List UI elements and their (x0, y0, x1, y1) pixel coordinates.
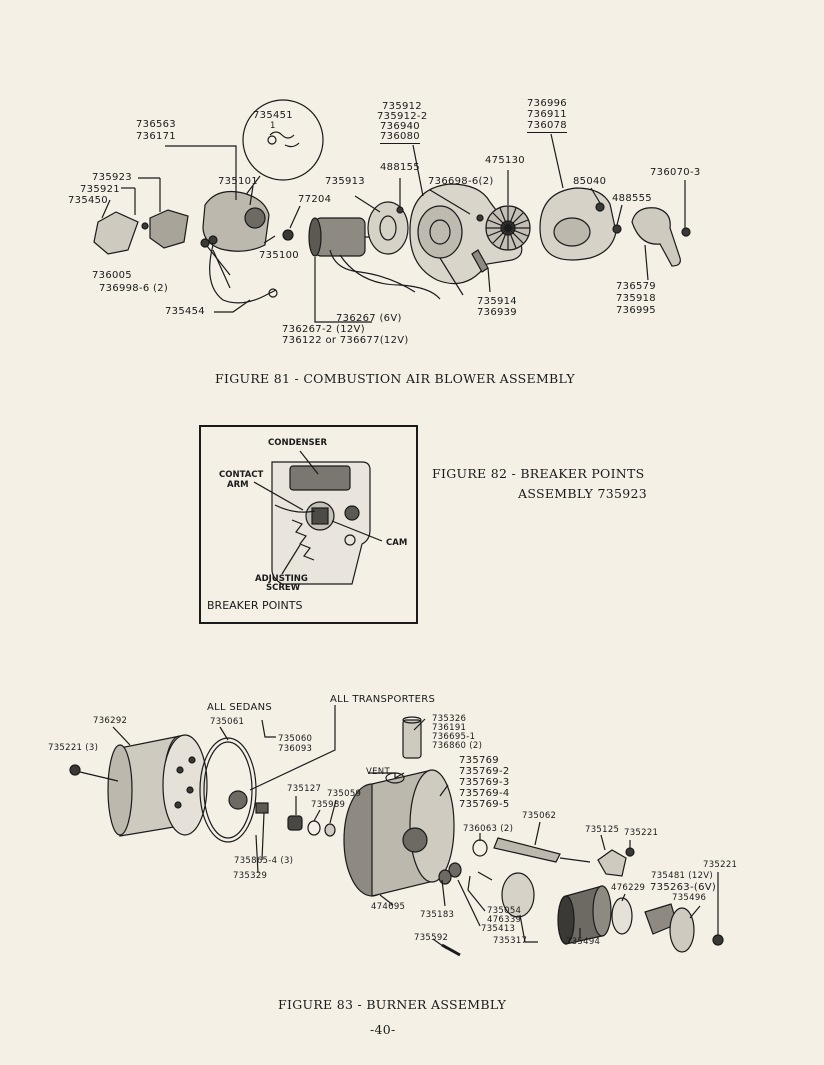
label-736063: 736063 (2) (463, 824, 514, 834)
figure81-caption: FIGURE 81 - COMBUSTION AIR BLOWER ASSEMB… (215, 371, 575, 386)
label-735989: 735989 (311, 800, 346, 810)
label-735221-b: 735221 (703, 860, 738, 870)
label-476339: 476339 (487, 915, 522, 925)
label-arm: ARM (227, 480, 249, 490)
label-736695: 736695-1 (432, 732, 476, 742)
label-contact: CONTACT (219, 470, 264, 480)
page-number: -40- (370, 1022, 396, 1037)
label-735221-a: 735221 (624, 828, 659, 838)
label-736267: 736267 (6V) (336, 313, 402, 324)
label-736998: 736998-6 (2) (99, 283, 169, 294)
label-all-transporters: ALL TRANSPORTERS (330, 694, 436, 705)
label-735059: 735059 (327, 789, 362, 799)
label-736267-2: 736267-2 (12V) (282, 324, 365, 335)
label-735054: 735054 (487, 906, 522, 916)
label-736005: 736005 (92, 270, 132, 281)
label-85040: 85040 (573, 176, 607, 187)
label-735592: 735592 (414, 933, 449, 943)
label-735914: 735914 (477, 296, 517, 307)
label-736191: 736191 (432, 723, 467, 733)
label-736093: 736093 (278, 744, 313, 754)
label-735221-3: 735221 (3) (48, 743, 99, 753)
label-adjusting: ADJUSTING (255, 574, 308, 584)
figure82-caption-line1: FIGURE 82 - BREAKER POINTS (432, 466, 645, 481)
label-736996: 736996 (527, 98, 567, 109)
label-735769-2: 735769-2 (459, 766, 510, 777)
label-77204: 77204 (298, 194, 332, 205)
label-cam: CAM (386, 538, 408, 548)
label-736080: 736080 (380, 131, 420, 144)
label-474695: 474695 (371, 902, 406, 912)
label-736911: 736911 (527, 109, 567, 120)
label-735912-2: 735912-2 (377, 111, 428, 122)
label-736940: 736940 (380, 121, 420, 132)
label-735921: 735921 (80, 184, 120, 195)
label-735769-3: 735769-3 (459, 777, 510, 788)
label-735913: 735913 (325, 176, 365, 187)
label-735451-qty: 1 (270, 121, 276, 131)
label-735317: 735317 (493, 936, 528, 946)
label-735326: 735326 (432, 714, 467, 724)
label-735183: 735183 (420, 910, 455, 920)
label-736698: 736698-6(2) (428, 176, 494, 187)
label-736995: 736995 (616, 305, 656, 316)
label-735912: 735912 (382, 101, 422, 112)
label-488555: 488555 (612, 193, 652, 204)
label-476229: 476229 (611, 883, 646, 893)
label-736939: 736939 (477, 307, 517, 318)
label-735865-4: 735865-4 (3) (234, 856, 294, 866)
label-736292: 736292 (93, 716, 128, 726)
label-735413: 735413 (481, 924, 516, 934)
label-735451: 735451 (253, 110, 293, 121)
label-735061: 735061 (210, 717, 245, 727)
label-735769-5: 735769-5 (459, 799, 510, 810)
label-735125: 735125 (585, 825, 620, 835)
label-488155: 488155 (380, 162, 420, 173)
label-735769-4: 735769-4 (459, 788, 510, 799)
label-735101: 735101 (218, 176, 258, 187)
label-735062: 735062 (522, 811, 557, 821)
label-735450: 735450 (68, 195, 108, 206)
figure82-caption-line2: ASSEMBLY 735923 (518, 486, 647, 501)
label-735923: 735923 (92, 172, 132, 183)
detail-circle-735451 (242, 99, 324, 181)
label-735496: 735496 (672, 893, 707, 903)
label-736078: 736078 (527, 120, 567, 133)
label-736563: 736563 (136, 119, 176, 130)
label-736122: 736122 or 736677(12V) (282, 335, 409, 346)
inset-title: BREAKER POINTS (207, 599, 303, 612)
figure83-caption: FIGURE 83 - BURNER ASSEMBLY (278, 997, 507, 1012)
label-condenser: CONDENSER (268, 438, 328, 448)
label-736860: 736860 (2) (432, 741, 483, 751)
label-735918: 735918 (616, 293, 656, 304)
label-735127: 735127 (287, 784, 322, 794)
label-735263: 735263-(6V) (650, 882, 717, 893)
label-735329: 735329 (233, 871, 268, 881)
label-736579: 736579 (616, 281, 656, 292)
label-735769: 735769 (459, 755, 499, 766)
label-736070-3: 736070-3 (650, 167, 701, 178)
breaker-points-inset: CONDENSER CONTACT ARM CAM ADJUSTING SCRE… (199, 425, 418, 624)
label-736171: 736171 (136, 131, 176, 142)
label-735494: 735494 (566, 937, 601, 947)
label-screw: SCREW (266, 583, 301, 593)
label-vent: VENT (366, 767, 390, 777)
label-735481: 735481 (12V) (651, 871, 714, 881)
label-735060: 735060 (278, 734, 313, 744)
label-475130: 475130 (485, 155, 525, 166)
label-all-sedans: ALL SEDANS (207, 702, 273, 713)
label-735454: 735454 (165, 306, 205, 317)
label-735100: 735100 (259, 250, 299, 261)
